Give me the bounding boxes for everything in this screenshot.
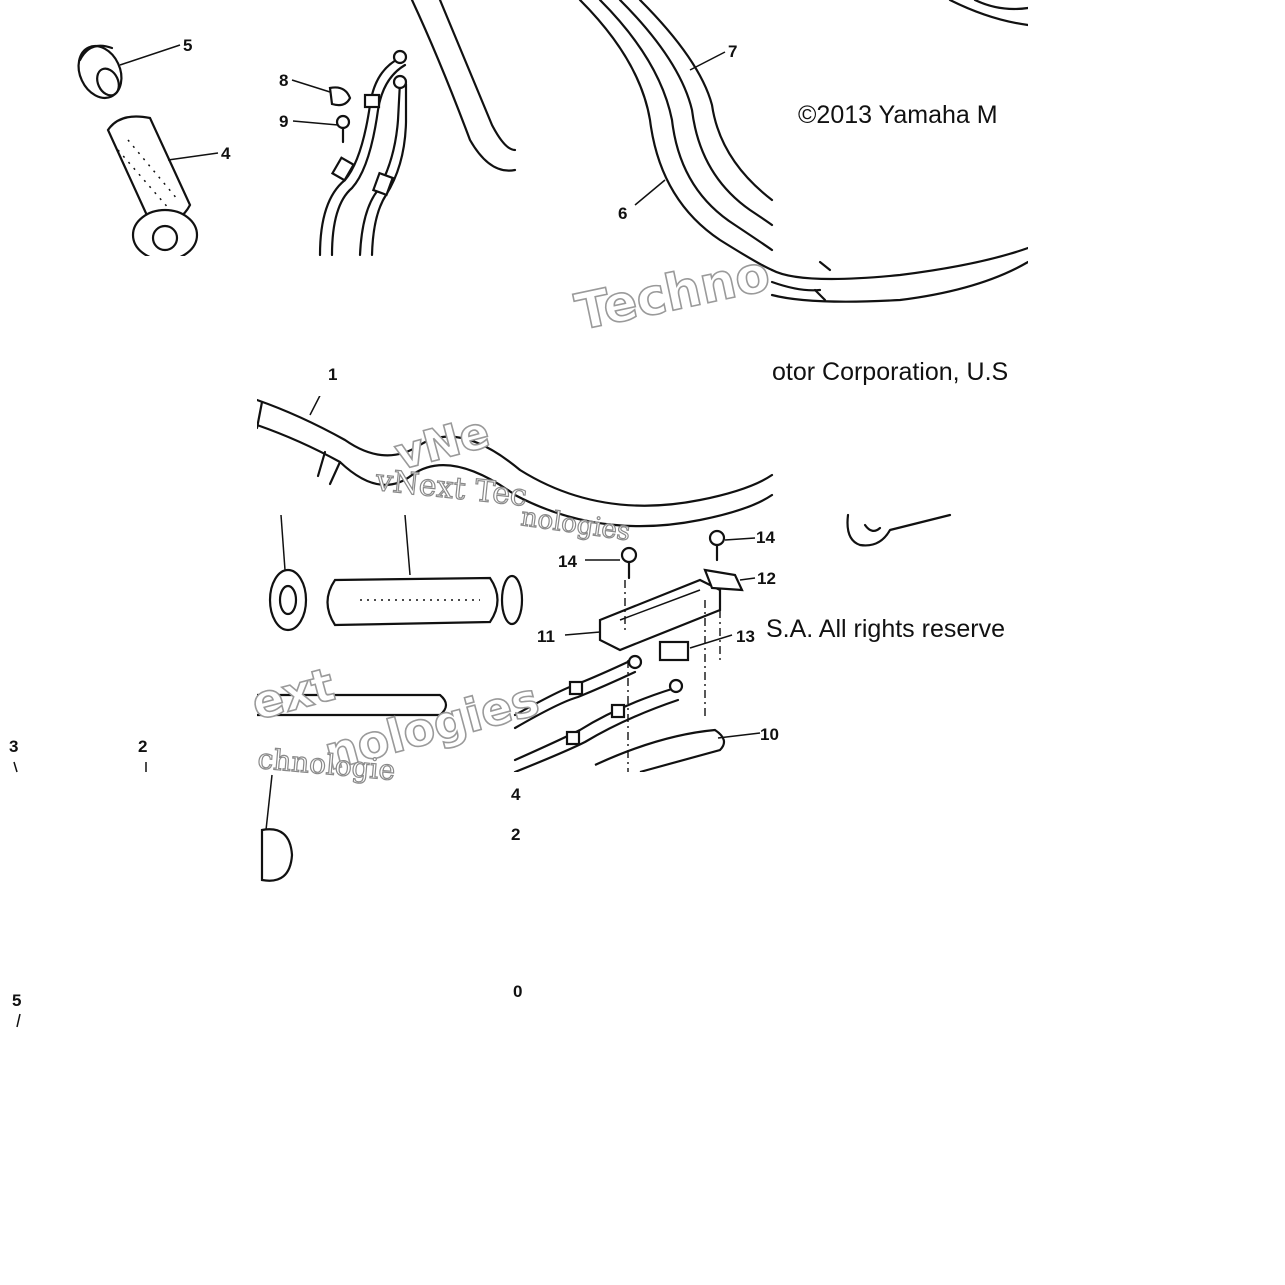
callout-number: 3 [9,737,18,756]
callout-number: 0 [513,982,522,1001]
hose-part-6-7 [578,0,774,272]
callout-number: 14 [558,552,577,571]
switch-housing-part-10 [594,728,726,774]
switch-cover-part-11 [598,578,722,652]
callout-number: 14 [756,528,775,547]
hose-part-6-7-right [770,0,1030,303]
watermark-text: vNe [390,407,495,481]
screw-part-14 [620,529,726,580]
callout-number: 4 [511,785,521,804]
callout-number: 9 [279,112,288,131]
watermark-text: ext [246,657,340,731]
callout-number: 1 [328,365,337,384]
watermark-text: vNext Tec [373,463,529,514]
callout-number: 10 [760,725,779,744]
callout-number: 11 [537,627,555,646]
grip-end-right [846,513,952,547]
callout-number: 7 [728,42,737,61]
cable-clip-part-8 [328,86,352,107]
watermark-text: Techno [570,244,774,342]
copyright-line-2: otor Corporation, U.S [772,358,1008,386]
pipe-lower [255,693,448,882]
handlebar-tube-top [410,0,517,172]
callout-number: 4 [221,144,231,163]
throttle-cables-top [318,49,408,257]
handlebar-part-1 [255,398,774,528]
copyright-line-3: S.A. All rights reserve [766,615,1005,643]
callout-number: 6 [618,204,627,223]
screw-part-9 [335,114,351,144]
plate-part-12 [703,568,744,592]
callout-number: 2 [138,737,147,756]
handlebar-grip-part-4 [106,115,199,262]
grip-end-cap-part-5 [77,44,123,99]
watermark-text: nologies [519,502,632,547]
callout-number: 5 [12,991,21,1010]
grip-left-part-4 [268,568,524,632]
leader-lines [119,44,761,831]
dash-lines [624,580,721,772]
copyright-line-1: ©2013 Yamaha M [798,101,998,129]
connector-part-13 [658,640,690,662]
callout-number: 8 [279,71,288,90]
cables-lower [513,654,684,774]
callout-number: 13 [736,627,755,646]
callout-number: 12 [757,569,776,588]
callout-number: 5 [183,36,192,55]
callout-number: 2 [511,825,520,844]
